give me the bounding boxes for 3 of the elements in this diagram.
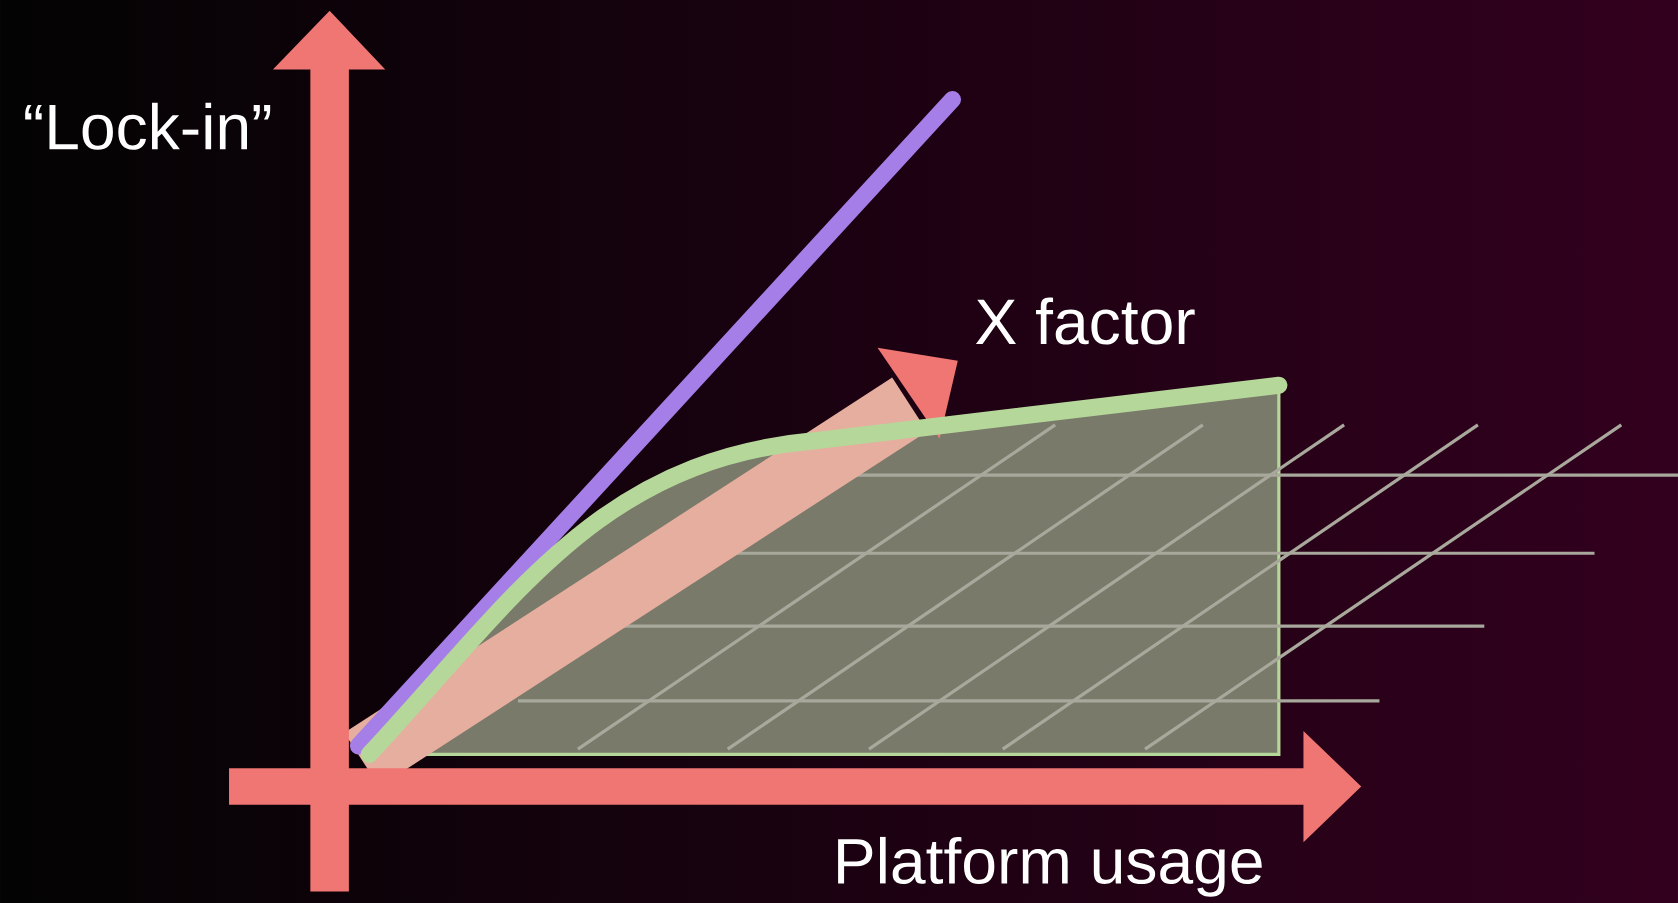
axis-label: X factor — [975, 297, 1195, 345]
axis-label: Platform usage — [838, 836, 1262, 897]
axis-label: “Lock-in” — [25, 102, 271, 150]
